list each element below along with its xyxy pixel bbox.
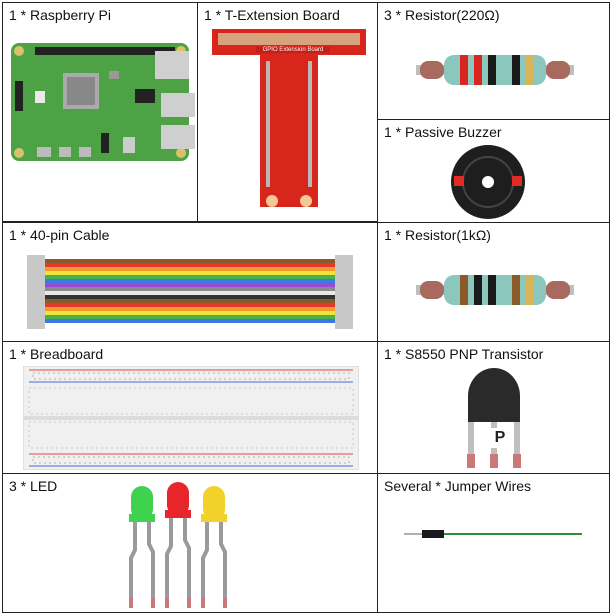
component-label: 1 * 40-pin Cable [9,227,110,243]
leds-image [129,482,227,608]
component-label: 3 * LED [9,478,58,494]
40-pin-cable-image [27,255,353,329]
cell-s8550-transistor: 1 * S8550 PNP Transistor P [377,341,610,474]
component-label: 1 * Resistor(1kΩ) [384,227,491,243]
cell-40-pin-cable: 1 * 40-pin Cable [2,222,378,342]
extension-board-text: GPIO Extension Board [256,47,330,53]
led-green [129,486,155,608]
resistor-1k-image [416,275,574,305]
cell-breadboard: 1 * Breadboard [2,341,378,474]
led-yellow [201,486,227,608]
cell-raspberry-pi: 1 * Raspberry Pi [2,2,198,222]
cell-resistor-220: 3 * Resistor(220Ω) [377,2,610,120]
jumper-wire-image [404,530,582,538]
breadboard-image [23,366,359,470]
raspberry-pi-image [11,43,195,161]
component-label: 3 * Resistor(220Ω) [384,7,500,23]
component-label: 1 * T-Extension Board [204,7,340,23]
cell-led: 3 * LED [2,473,378,613]
transistor-image [467,368,521,468]
t-extension-board-image [212,29,366,207]
resistor-220-image [416,55,574,85]
component-label: 1 * Raspberry Pi [9,7,111,23]
cell-passive-buzzer: 1 * Passive Buzzer [377,119,610,223]
component-label: Several * Jumper Wires [384,478,532,494]
component-label: 1 * Passive Buzzer [384,124,502,140]
cell-resistor-1k: 1 * Resistor(1kΩ) [377,222,610,342]
component-label: 1 * S8550 PNP Transistor [384,346,544,362]
transistor-marking: P [491,428,509,448]
cell-t-extension-board: 1 * T-Extension Board GPIO Extension Boa… [197,2,378,222]
component-label: 1 * Breadboard [9,346,104,362]
led-red [165,482,191,608]
passive-buzzer-image [451,145,525,219]
cell-jumper-wires: Several * Jumper Wires [377,473,610,613]
